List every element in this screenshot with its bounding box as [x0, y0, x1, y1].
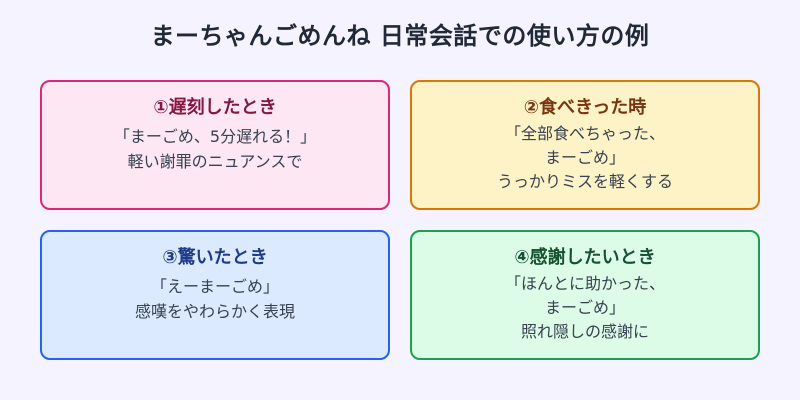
card-heading: ①遅刻したとき — [153, 97, 277, 118]
card-line: まーごめ」 — [544, 298, 625, 317]
page-title: まーちゃんごめんね 日常会話での使い方の例 — [150, 22, 650, 50]
card-heading: ④感謝したいとき — [514, 247, 656, 268]
card-line: 「ほんとに助かった、 — [504, 274, 665, 293]
card-heading: ③驚いたとき — [162, 247, 268, 268]
card-body: 「全部食べちゃった、 まーごめ」 うっかりミスを軽くする — [412, 122, 758, 194]
card-heading: ②食べきった時 — [523, 97, 647, 118]
card-line: 感嘆をやわらかく表現 — [134, 302, 295, 321]
card-late: ①遅刻したとき 「まーごめ、5分遅れる！」 軽い謝罪のニュアンスで — [40, 80, 390, 210]
card-body: 「まーごめ、5分遅れる！」 軽い謝罪のニュアンスで — [42, 124, 388, 174]
card-line: 照れ隠しの感謝に — [520, 322, 649, 341]
card-line: 「全部食べちゃった、 — [504, 124, 665, 143]
card-surprised: ③驚いたとき 「えーまーごめ」 感嘆をやわらかく表現 — [40, 230, 390, 360]
card-ate-all: ②食べきった時 「全部食べちゃった、 まーごめ」 うっかりミスを軽くする — [410, 80, 760, 210]
card-line: 「まーごめ、5分遅れる！」 — [113, 127, 317, 146]
card-line: うっかりミスを軽くする — [496, 172, 673, 191]
card-line: 「えーまーごめ」 — [150, 277, 279, 296]
card-line: 軽い謝罪のニュアンスで — [127, 152, 303, 171]
card-line: まーごめ」 — [544, 148, 625, 167]
card-body: 「ほんとに助かった、 まーごめ」 照れ隠しの感謝に — [412, 272, 758, 344]
card-body: 「えーまーごめ」 感嘆をやわらかく表現 — [42, 274, 388, 324]
card-thanks: ④感謝したいとき 「ほんとに助かった、 まーごめ」 照れ隠しの感謝に — [410, 230, 760, 360]
